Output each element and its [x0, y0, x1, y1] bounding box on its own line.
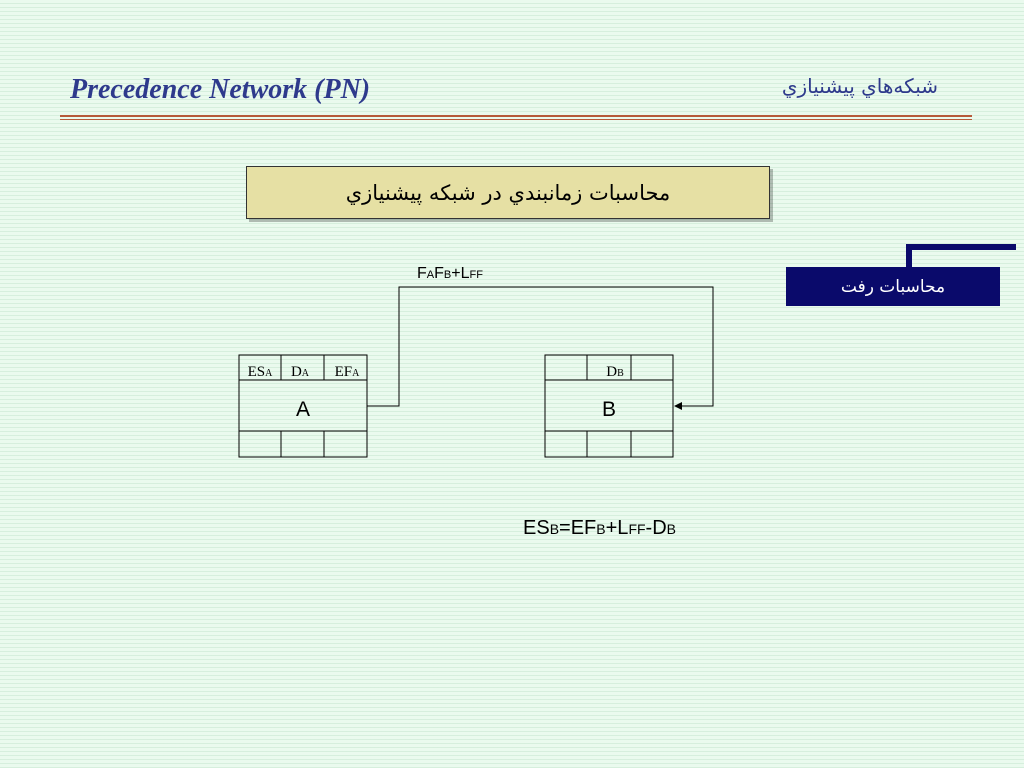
heading-text: محاسبات زمانبندي در شبکه پيشنيازي: [345, 180, 671, 205]
node-b-frame: [544, 354, 674, 458]
slide-subtitle: شبکه‌هاي پيشنيازي: [781, 74, 938, 98]
title-rule-thick: [60, 115, 972, 117]
node-b-duration-label: DB: [606, 364, 624, 380]
node-a-duration-label: DA: [291, 364, 310, 380]
ff-link-arrow: [367, 286, 714, 410]
side-accent-vertical: [906, 244, 912, 268]
heading-box: محاسبات زمانبندي در شبکه پيشنيازي: [246, 166, 770, 219]
title-rule-thin: [60, 119, 972, 120]
link-label: FAFB+LFF: [417, 265, 483, 282]
node-b: DB B: [544, 354, 674, 458]
side-label-text: محاسبات رفت: [840, 276, 946, 297]
slide-title: Precedence Network (PN): [70, 74, 371, 105]
node-a: ESA DA EFA A: [238, 354, 368, 458]
node-a-name: A: [296, 398, 310, 421]
node-b-name: B: [602, 398, 616, 421]
formula-text: ESB=EFB+LFF-DB: [523, 517, 676, 539]
node-a-ef-label: EFA: [335, 364, 361, 380]
side-accent-horizontal: [906, 244, 1016, 250]
side-label-box: محاسبات رفت: [786, 267, 1000, 306]
node-a-es-label: ESA: [248, 364, 274, 380]
